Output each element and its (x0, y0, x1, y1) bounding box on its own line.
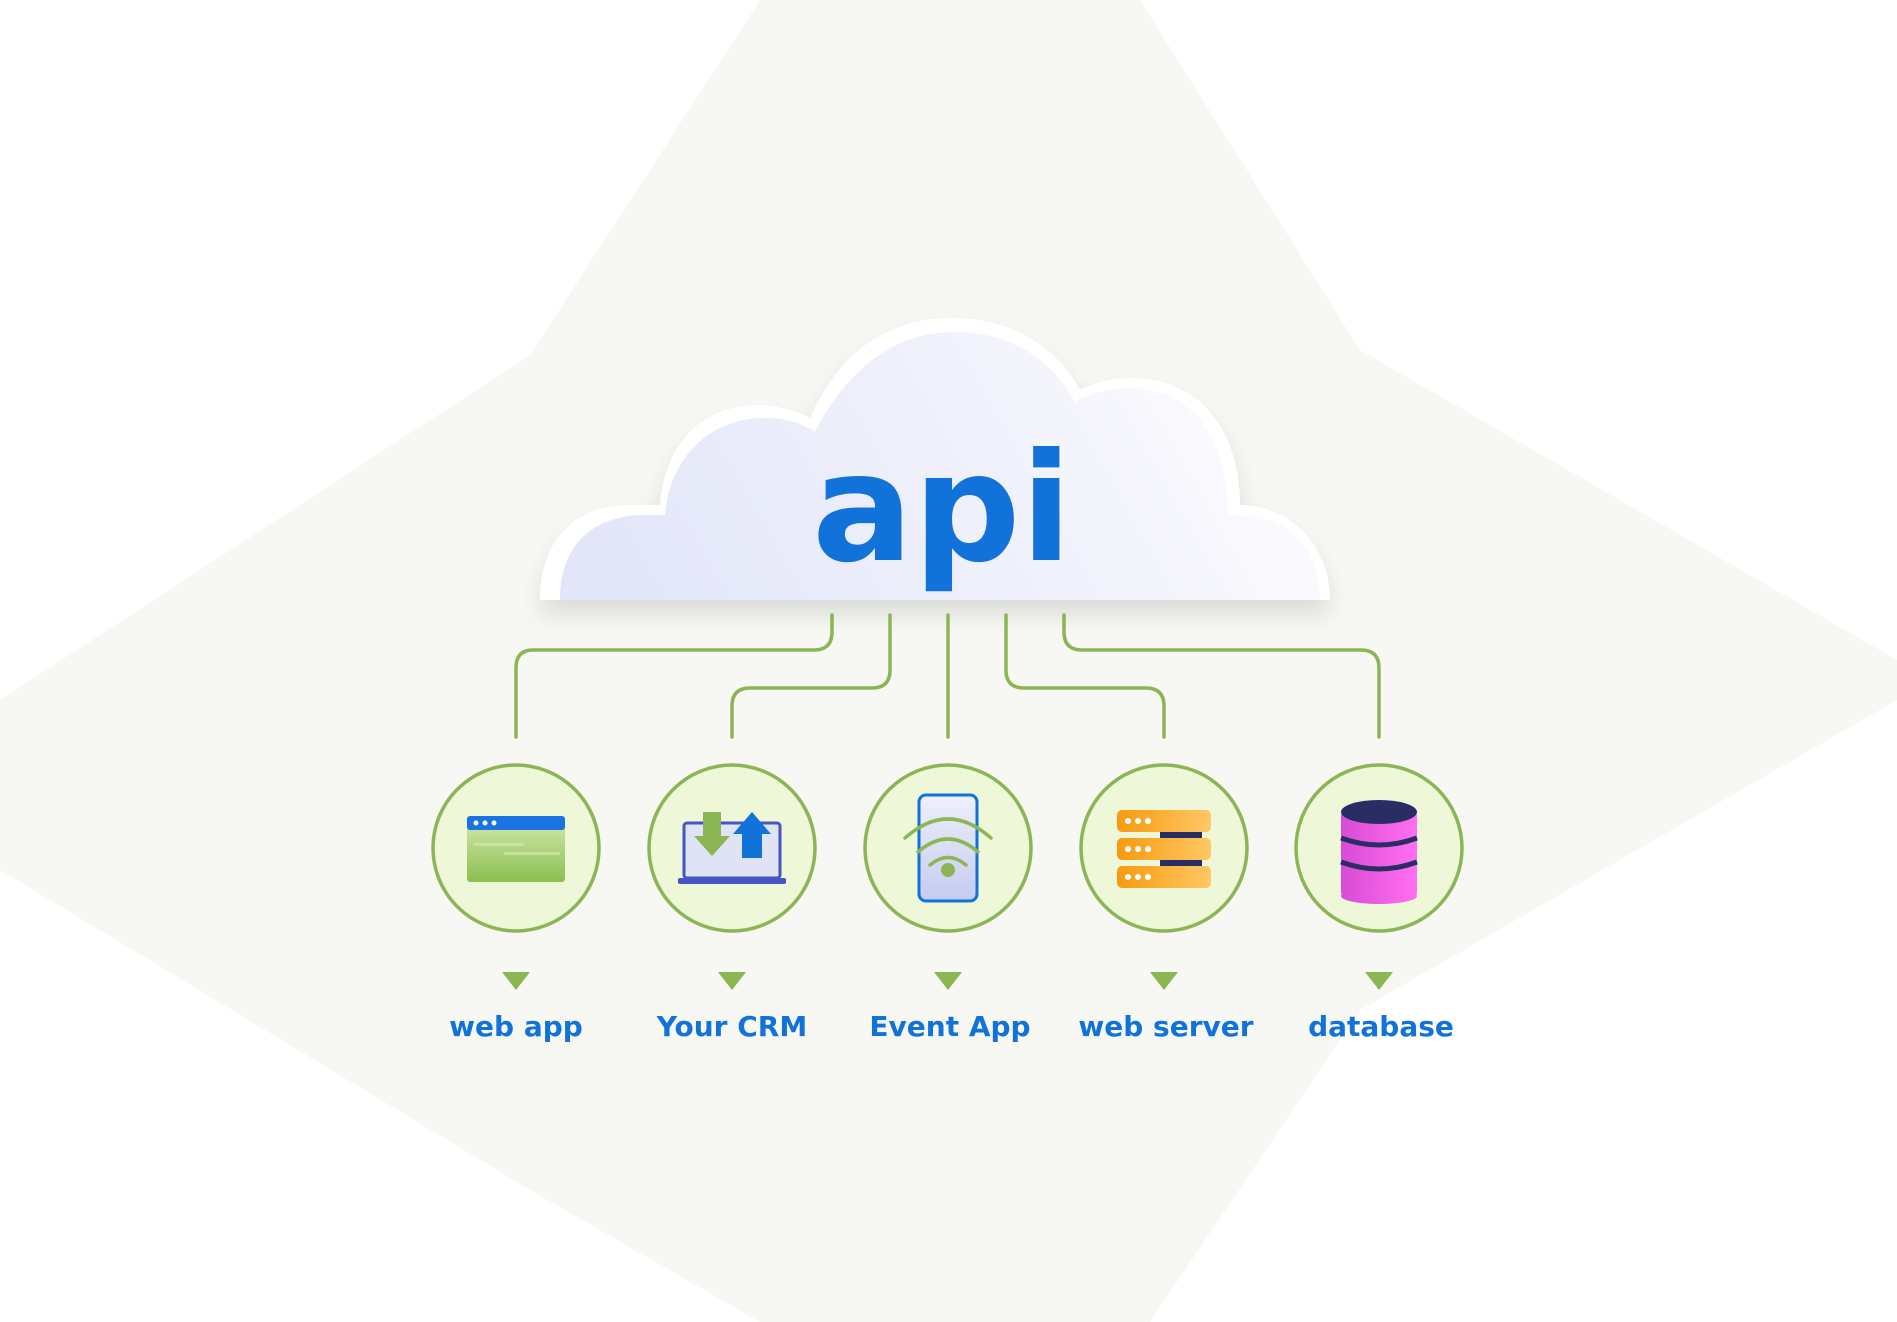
node-web-server[interactable] (1079, 763, 1249, 933)
triangle-web-server (1150, 972, 1178, 990)
connector-lines (514, 613, 1381, 739)
node-database[interactable] (1294, 763, 1464, 933)
connector-database (1062, 613, 1381, 739)
triangle-database (1365, 972, 1393, 990)
mobile-wifi-icon (903, 793, 993, 903)
browser-window-icon (467, 816, 565, 882)
label-event-app: Event App (869, 1010, 1030, 1043)
connector-web-app (514, 613, 834, 739)
label-web-app: web app (449, 1010, 583, 1043)
node-event-app[interactable] (863, 763, 1033, 933)
triangle-your-crm (718, 972, 746, 990)
api-title: api (812, 422, 1072, 596)
api-cloud (540, 318, 1330, 600)
label-web-server: web server (1078, 1010, 1253, 1043)
triangle-event-app (934, 972, 962, 990)
node-labels: web app Your CRM Event App web server da… (449, 1010, 1454, 1043)
server-rack-icon (1117, 810, 1211, 888)
triangle-web-app (502, 972, 530, 990)
database-stack-icon (1340, 800, 1418, 904)
connector-your-crm (730, 613, 892, 739)
pointer-triangles (502, 972, 1393, 990)
label-your-crm: Your CRM (656, 1010, 807, 1043)
connector-web-server (1004, 613, 1166, 739)
node-your-crm[interactable] (647, 763, 817, 933)
node-web-app[interactable] (431, 763, 601, 933)
label-database: database (1308, 1010, 1454, 1043)
laptop-sync-icon (678, 812, 786, 884)
